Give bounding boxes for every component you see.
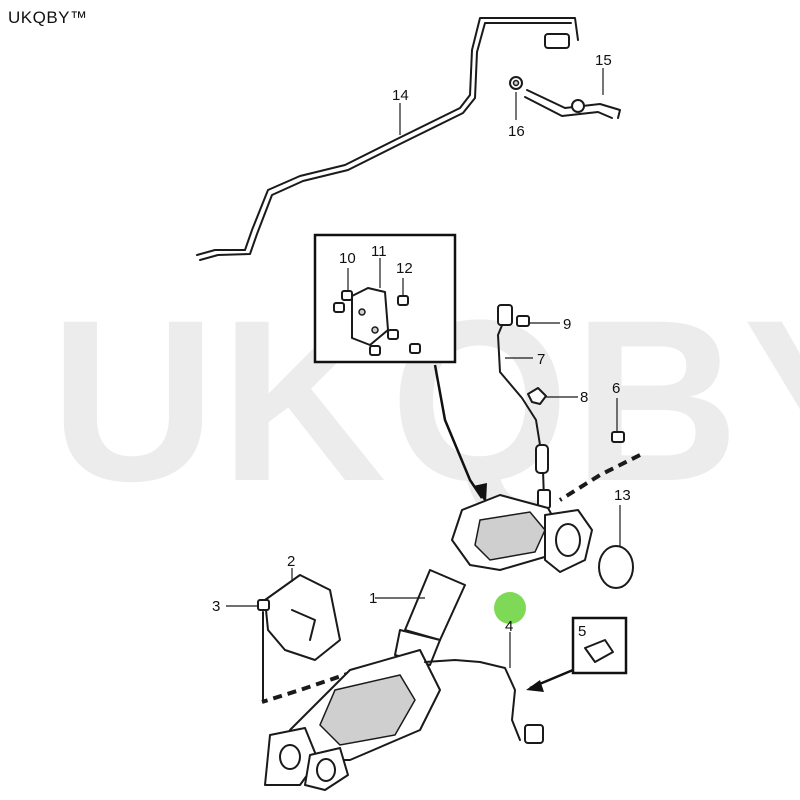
dashed-line-3 xyxy=(261,670,354,704)
part-7-sensor xyxy=(497,304,551,509)
callout-8: 8 xyxy=(580,389,588,406)
part-2-heat-shield xyxy=(264,574,341,661)
part-14-pipe xyxy=(196,17,579,261)
callout-10: 10 xyxy=(339,250,356,267)
brand-label: UKQBY™ xyxy=(8,8,88,27)
callout-11: 11 xyxy=(371,243,387,260)
flange-upper xyxy=(544,509,593,573)
callout-1: 1 xyxy=(369,590,377,607)
callout-4: 4 xyxy=(505,618,513,635)
part-8-clip xyxy=(527,387,547,405)
detail-box-5 xyxy=(571,616,628,675)
part-6-bolt xyxy=(611,431,625,443)
pipe-section xyxy=(404,569,466,641)
part-9-connector xyxy=(516,315,530,327)
callout-14: 14 xyxy=(392,87,409,104)
pipe-connector xyxy=(544,33,570,49)
callout-2: 2 xyxy=(287,553,295,570)
callout-9: 9 xyxy=(563,316,571,333)
part-16-clip xyxy=(509,76,523,90)
callout-13: 13 xyxy=(614,487,631,504)
part-1-converter xyxy=(264,494,593,791)
detail-box-bracket xyxy=(313,233,457,364)
callout-7: 7 xyxy=(537,351,545,368)
callout-15: 15 xyxy=(595,52,612,69)
callout-3: 3 xyxy=(212,598,220,615)
flange-right xyxy=(304,747,349,791)
part-4-sensor xyxy=(424,659,544,744)
green-marker xyxy=(494,592,526,624)
dashed-line-6 xyxy=(558,453,641,502)
callout-6: 6 xyxy=(612,380,620,397)
callout-12: 12 xyxy=(396,260,413,277)
part-10-bolts xyxy=(333,290,353,313)
callout-5: 5 xyxy=(578,623,586,640)
part-3-bolt xyxy=(257,599,270,701)
part-15-hose xyxy=(524,89,621,119)
part-12-bolts xyxy=(369,295,421,356)
callout-16: 16 xyxy=(508,123,525,140)
part-13-gasket xyxy=(598,545,634,589)
